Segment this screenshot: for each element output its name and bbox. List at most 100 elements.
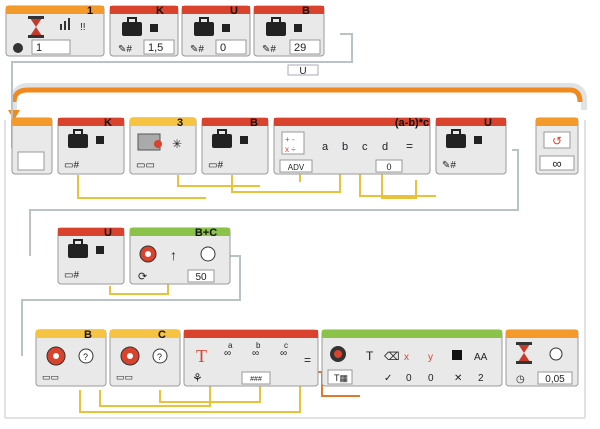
variable-block-u-read[interactable]: U ▭# <box>57 227 125 285</box>
loop-start[interactable] <box>11 117 53 175</box>
briefcase-icon <box>122 17 158 36</box>
briefcase-icon <box>68 239 104 258</box>
math-input-d: d <box>382 141 388 153</box>
wait-block-1[interactable]: 1 !! 1 <box>5 5 105 57</box>
motor-rotation-block-c[interactable]: C ? ▭▭ <box>109 329 181 387</box>
briefcase-icon <box>194 17 230 36</box>
loop-infinity[interactable]: ∞ <box>552 156 561 171</box>
loop-frame <box>4 83 587 419</box>
data-wires <box>77 172 436 413</box>
display-x-value[interactable]: 0 <box>406 373 412 384</box>
svg-text:x ÷: x ÷ <box>285 145 296 154</box>
loop-sequence-arc <box>11 87 583 103</box>
svg-text:?: ? <box>83 352 88 362</box>
motor-rotation-block-b[interactable]: B ? ▭▭ <box>35 329 107 387</box>
wait-block-2[interactable]: ◷ 0,05 <box>505 329 579 387</box>
eraser-icon: ⌫ <box>384 351 400 363</box>
svg-text:b: b <box>256 341 261 350</box>
motor-icon: ? <box>46 346 94 366</box>
font-size-icon: AA <box>474 352 488 363</box>
svg-text:3: 3 <box>177 117 183 129</box>
svg-text:+ -: + - <box>285 135 295 144</box>
wait-seconds-value[interactable]: 0,05 <box>545 374 565 385</box>
math-operator-icon: + - x ÷ <box>281 131 305 155</box>
variable-block-k[interactable]: K ✎# 1,5 <box>109 5 179 57</box>
math-input-b: b <box>342 141 348 153</box>
briefcase-icon <box>446 129 482 148</box>
svg-text:U: U <box>104 227 112 239</box>
math-mode: ADV <box>288 163 305 172</box>
svg-text:(a-b)*c: (a-b)*c <box>395 117 429 129</box>
svg-text:U: U <box>230 5 238 17</box>
svg-text:a: a <box>228 341 233 350</box>
math-input-c: c <box>362 141 368 153</box>
cross-icon: ✕ <box>454 373 462 384</box>
svg-text:C: C <box>158 329 166 341</box>
loop-icon: ↺ <box>552 134 562 148</box>
timer-mode-icon: ◷ <box>516 374 525 385</box>
mode-icon: ▭▭ <box>136 160 155 171</box>
steering-wheel-icon <box>139 245 157 263</box>
steering-block[interactable]: B+C ↑ ⟳ 50 <box>129 227 231 285</box>
variable-b-value[interactable]: 29 <box>294 42 306 54</box>
hourglass-icon <box>28 16 44 38</box>
math-block[interactable]: (a-b)*c + - x ÷ ADV a b c d = 0 <box>273 117 431 175</box>
svg-text:!!: !! <box>80 22 86 33</box>
mode-on-icon: ⟳ <box>138 271 147 283</box>
wire-label-u: U <box>287 64 319 77</box>
x-coordinate-icon: x <box>404 352 409 363</box>
signal-icon: !! <box>60 18 86 33</box>
svg-text:1: 1 <box>87 5 93 17</box>
link-icon-c: ∞ <box>280 348 287 359</box>
mode-icon[interactable] <box>13 43 23 53</box>
book-icon: ▭# <box>208 160 223 171</box>
check-icon: ✓ <box>384 373 392 384</box>
loop-end-block[interactable]: ↺ ∞ <box>535 117 579 175</box>
svg-text:B: B <box>250 117 258 129</box>
briefcase-icon <box>68 129 104 148</box>
variable-block-u-write[interactable]: U ✎# <box>435 117 507 175</box>
math-equals: = <box>406 139 413 153</box>
svg-text:K: K <box>104 117 112 129</box>
color-sensor-icon: ✳ <box>137 133 182 151</box>
variable-block-b[interactable]: B ✎# 29 <box>253 5 325 57</box>
variable-block-u[interactable]: U ✎# 0 <box>181 5 251 57</box>
link-icon-a: ∞ <box>224 348 231 359</box>
variable-block-k-read[interactable]: K ▭# <box>57 117 125 175</box>
mode-icon: ▭▭ <box>116 372 133 382</box>
svg-text:U: U <box>484 117 492 129</box>
briefcase-icon <box>266 17 302 36</box>
svg-text:U: U <box>299 66 306 77</box>
y-coordinate-icon: y <box>428 352 433 363</box>
arrow-up-icon: ↑ <box>170 247 177 263</box>
math-value[interactable]: 0 <box>386 162 391 172</box>
svg-text:?: ? <box>157 352 162 362</box>
book-icon: ▭# <box>64 160 79 171</box>
variable-u-value[interactable]: 0 <box>220 42 226 54</box>
display-y-value[interactable]: 0 <box>428 373 434 384</box>
display-font-value[interactable]: 2 <box>478 373 484 384</box>
text-block[interactable]: T ∞ a ∞ b ∞ c = ⚘ ### <box>183 329 319 387</box>
pencil-icon: ✎# <box>262 44 276 55</box>
text-tool-icon: T <box>366 349 374 363</box>
link-icon-b: ∞ <box>252 348 259 359</box>
text-equals: = <box>304 353 311 367</box>
sensor-block-3[interactable]: 3 ✳ ▭▭ <box>129 117 197 175</box>
briefcase-icon <box>212 129 248 148</box>
pencil-icon: ✎# <box>190 44 204 55</box>
display-block[interactable]: T ⌫ x y AA T▦ ✓ 0 0 ✕ 2 <box>321 329 503 387</box>
merge-icon: ⚘ <box>192 371 203 385</box>
wait-value[interactable]: 1 <box>36 42 42 54</box>
text-value[interactable]: ### <box>250 376 262 383</box>
hourglass-icon <box>516 342 532 364</box>
svg-text:K: K <box>156 5 164 17</box>
clock-icon <box>549 347 563 361</box>
pencil-icon: ✎# <box>118 44 132 55</box>
steering-power[interactable]: 50 <box>195 272 207 283</box>
display-icon <box>330 346 346 362</box>
svg-text:c: c <box>284 341 288 350</box>
mode-icon: T▦ <box>334 373 348 383</box>
speed-icon <box>200 246 216 262</box>
variable-k-value[interactable]: 1,5 <box>148 42 163 54</box>
variable-block-b-read[interactable]: B ▭# <box>201 117 269 175</box>
